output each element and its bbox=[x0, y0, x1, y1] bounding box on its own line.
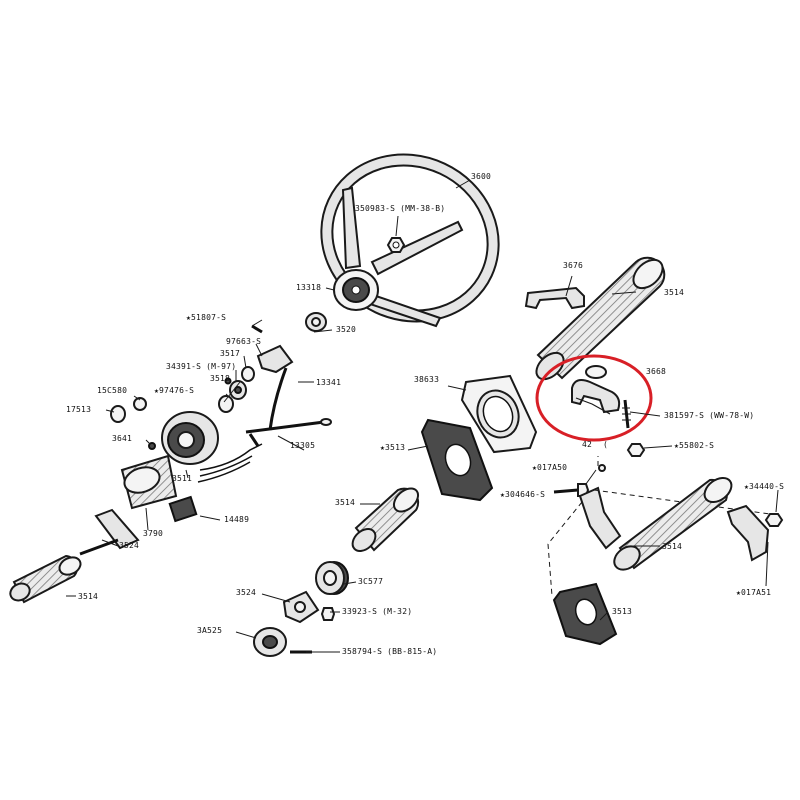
callout-3520: 3520 bbox=[336, 325, 357, 334]
callout-3514-upper: 3514 bbox=[664, 288, 685, 297]
callout-13318: 13318 bbox=[296, 283, 322, 292]
callout-3514-left: 3514 bbox=[78, 592, 99, 601]
callout-3600: 3600 bbox=[471, 172, 492, 181]
callout-34391-s: 34391-S (M-97) bbox=[166, 362, 237, 371]
callout-3511: 3511 bbox=[172, 474, 193, 483]
callout-3524-lower: 3524 bbox=[236, 588, 257, 597]
callout-13341: 13341 bbox=[316, 378, 342, 387]
steering-wheel-3600 bbox=[320, 153, 500, 328]
callout-3513-lower: 3513 bbox=[612, 607, 633, 616]
callout-3668: 3668 bbox=[646, 367, 667, 376]
callout-3676: 3676 bbox=[563, 261, 584, 270]
callout-3517: 3517 bbox=[220, 349, 241, 358]
callout-3513-mid: ★3513 bbox=[380, 443, 406, 452]
callout-14489: 14489 bbox=[224, 515, 250, 524]
callout-97663-s: 97663-S bbox=[226, 337, 262, 346]
callout-partial-paren: ( bbox=[603, 440, 609, 449]
callout-38633: 38633 bbox=[414, 375, 440, 384]
callout-15c580: 15C580 bbox=[97, 386, 128, 395]
plate-38633 bbox=[447, 374, 538, 454]
callout-3641: 3641 bbox=[112, 434, 133, 443]
callout-42-partial: 42 bbox=[582, 440, 593, 449]
clamp-3668 bbox=[571, 365, 631, 429]
nut-55802 bbox=[626, 443, 646, 457]
callout-3514-mid: 3514 bbox=[335, 498, 356, 507]
callout-3a525: 3A525 bbox=[197, 626, 223, 635]
highlight-circle bbox=[535, 354, 653, 442]
callout-55802-s: ★55802-S bbox=[674, 441, 715, 450]
callout-3514-right: 3514 bbox=[662, 542, 683, 551]
callout-350983-s: 350983-S (MM-38-B) bbox=[355, 204, 446, 213]
mid-tube-3514 bbox=[351, 487, 420, 552]
callout-34440-s: ★34440-S bbox=[744, 482, 785, 491]
coupling-3A525 bbox=[253, 627, 312, 657]
callout-97476-s: ★97476-S bbox=[154, 386, 195, 395]
callout-3518: 3518 bbox=[210, 374, 231, 383]
callout-017a51: ★017A51 bbox=[736, 588, 772, 597]
bearing-3C577 bbox=[315, 561, 349, 595]
callout-17513: 17513 bbox=[66, 405, 92, 414]
leader-lines bbox=[66, 179, 779, 653]
callout-33923-s: 33923-S (M-32) bbox=[342, 607, 413, 616]
callout-017a50: ★017A50 bbox=[532, 463, 568, 472]
callout-358794-s: 358794-S (BB-815-A) bbox=[342, 647, 438, 656]
callout-304646-s: ★304646-S bbox=[500, 490, 546, 499]
gasket-3513-mid bbox=[407, 418, 494, 502]
column-tube-3514-upper bbox=[524, 256, 666, 381]
callout-3c577: 3C577 bbox=[358, 577, 384, 586]
callout-51807-s: ★51807-S bbox=[186, 313, 227, 322]
flange-3524-lower bbox=[282, 590, 336, 624]
callout-13305: 13305 bbox=[290, 441, 316, 450]
callout-3790: 3790 bbox=[143, 529, 164, 538]
callout-381597-s: 381597-S (WW-78-W) bbox=[664, 411, 755, 420]
callout-3524-left: 3524 bbox=[119, 541, 140, 550]
upper-column-parts bbox=[9, 312, 332, 604]
